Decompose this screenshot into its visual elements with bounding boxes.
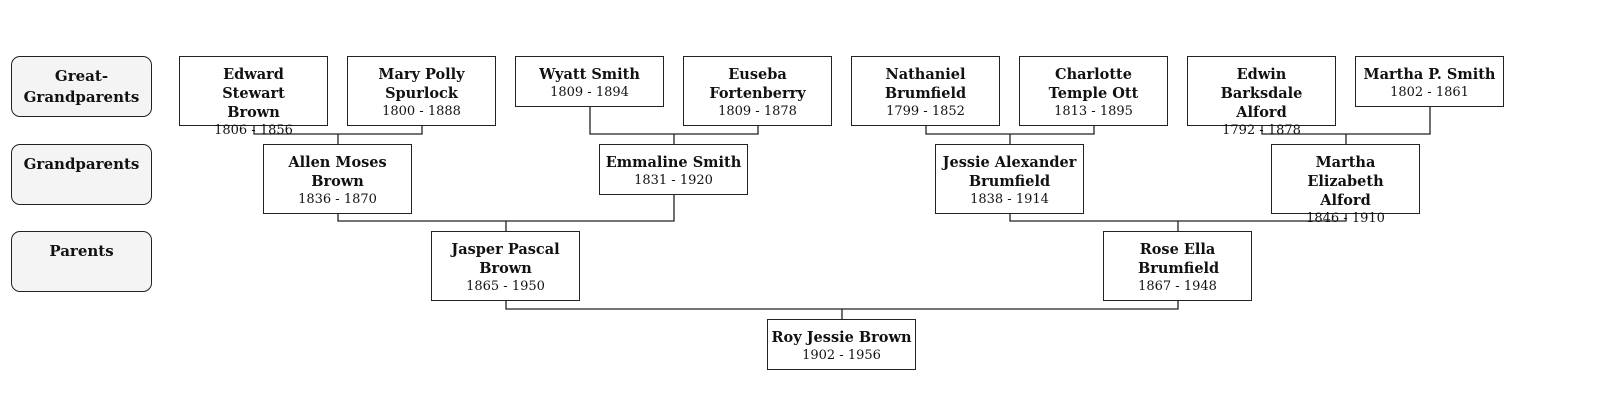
- person-dates: 1792 - 1878: [1222, 123, 1301, 138]
- person-dates: 1902 - 1956: [802, 348, 881, 363]
- person-dates: 1813 - 1895: [1054, 104, 1133, 119]
- connector-nathaniel-charlotte: [925, 125, 1095, 144]
- generation-label-grandparents: Grandparents: [11, 144, 152, 205]
- person-box-emmaline-smith[interactable]: Emmaline Smith 1831 - 1920: [599, 144, 748, 195]
- generation-label-parents: Parents: [11, 231, 152, 292]
- person-dates: 1838 - 1914: [970, 192, 1049, 207]
- person-dates: 1831 - 1920: [634, 173, 713, 188]
- person-box-roy-jessie-brown[interactable]: Roy Jessie Brown 1902 - 1956: [767, 319, 916, 370]
- person-box-euseba-fortenberry[interactable]: Euseba Fortenberry 1809 - 1878: [683, 56, 832, 126]
- person-name: Mary Polly Spurlock: [378, 66, 465, 102]
- person-dates: 1836 - 1870: [298, 192, 377, 207]
- person-name: Allen Moses Brown: [288, 154, 387, 190]
- person-name: Euseba Fortenberry: [709, 66, 806, 102]
- person-name: Martha P. Smith: [1363, 66, 1496, 83]
- person-name: Charlotte Temple Ott: [1048, 66, 1139, 102]
- person-box-jessie-alexander-brumfield[interactable]: Jessie Alexander Brumfield 1838 - 1914: [935, 144, 1084, 214]
- connector-jessie-martha: [1009, 212, 1347, 231]
- person-name: Jessie Alexander Brumfield: [942, 154, 1077, 190]
- person-dates: 1865 - 1950: [466, 279, 545, 294]
- person-name: Nathaniel Brumfield: [884, 66, 967, 102]
- person-box-martha-p-smith[interactable]: Martha P. Smith 1802 - 1861: [1355, 56, 1504, 107]
- person-box-mary-polly-spurlock[interactable]: Mary Polly Spurlock 1800 - 1888: [347, 56, 496, 126]
- person-box-edward-stewart-brown[interactable]: Edward Stewart Brown 1806 - 1856: [179, 56, 328, 138]
- person-box-allen-moses-brown[interactable]: Allen Moses Brown 1836 - 1870: [263, 144, 412, 214]
- person-name: Edward Stewart Brown: [222, 66, 285, 121]
- connector-jasper-rose: [505, 299, 1179, 319]
- person-name: Wyatt Smith: [539, 66, 640, 83]
- person-dates: 1809 - 1894: [550, 85, 629, 100]
- person-dates: 1867 - 1948: [1138, 279, 1217, 294]
- person-box-rose-ella-brumfield[interactable]: Rose Ella Brumfield 1867 - 1948: [1103, 231, 1252, 301]
- person-dates: 1800 - 1888: [382, 104, 461, 119]
- connector-edwin-martha: [1261, 106, 1431, 144]
- person-box-jasper-pascal-brown[interactable]: Jasper Pascal Brown 1865 - 1950: [431, 231, 580, 301]
- person-name: Rose Ella Brumfield: [1138, 241, 1220, 277]
- person-dates: 1806 - 1856: [214, 123, 293, 138]
- connector-allen-emmaline: [337, 193, 675, 231]
- person-name: Edwin Barksdale Alford: [1220, 66, 1303, 121]
- person-box-charlotte-temple-ott[interactable]: Charlotte Temple Ott 1813 - 1895: [1019, 56, 1168, 126]
- person-dates: 1809 - 1878: [718, 104, 797, 119]
- person-dates: 1802 - 1861: [1390, 85, 1469, 100]
- person-dates: 1799 - 1852: [886, 104, 965, 119]
- person-name: Roy Jessie Brown: [771, 329, 912, 346]
- connector-wyatt-euseba: [589, 106, 759, 144]
- person-box-wyatt-smith[interactable]: Wyatt Smith 1809 - 1894: [515, 56, 664, 107]
- connector-edward-mary: [253, 125, 423, 144]
- person-name: Emmaline Smith: [605, 154, 742, 171]
- person-box-nathaniel-brumfield[interactable]: Nathaniel Brumfield 1799 - 1852: [851, 56, 1000, 126]
- person-box-martha-elizabeth-alford[interactable]: Martha Elizabeth Alford 1846 - 1910: [1271, 144, 1420, 226]
- person-box-edwin-barksdale-alford[interactable]: Edwin Barksdale Alford 1792 - 1878: [1187, 56, 1336, 138]
- person-dates: 1846 - 1910: [1306, 211, 1385, 226]
- person-name: Martha Elizabeth Alford: [1307, 154, 1384, 209]
- person-name: Jasper Pascal Brown: [451, 241, 560, 277]
- generation-label-great-grandparents: Great- Grandparents: [11, 56, 152, 117]
